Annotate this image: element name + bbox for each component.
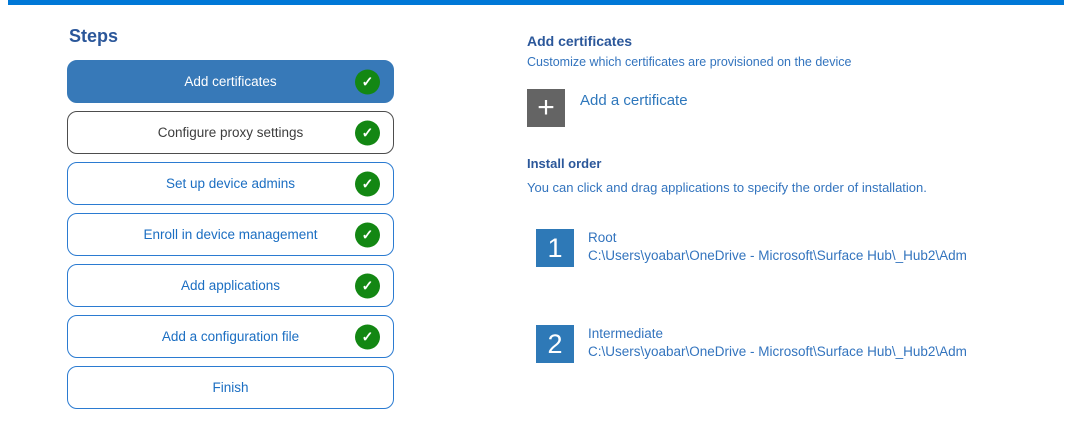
- add-certificate-label: Add a certificate: [580, 92, 688, 109]
- install-order-description: You can click and drag applications to s…: [527, 180, 927, 195]
- install-item-text: Intermediate C:\Users\yoabar\OneDrive - …: [588, 325, 967, 360]
- plus-icon: +: [527, 89, 565, 127]
- order-number-badge: 1: [536, 229, 574, 267]
- certificate-name: Intermediate: [588, 326, 664, 341]
- steps-panel: Steps Add certificates ✓ Configure proxy…: [67, 26, 394, 417]
- step-add-applications[interactable]: Add applications ✓: [67, 264, 394, 307]
- certificate-path: C:\Users\yoabar\OneDrive - Microsoft\Sur…: [588, 343, 967, 359]
- check-icon: ✓: [355, 273, 380, 298]
- certificate-path: C:\Users\yoabar\OneDrive - Microsoft\Sur…: [588, 247, 967, 263]
- section-description: Customize which certificates are provisi…: [527, 55, 852, 69]
- install-item-root[interactable]: 1 Root C:\Users\yoabar\OneDrive - Micros…: [536, 229, 967, 267]
- check-icon: ✓: [355, 120, 380, 145]
- check-icon: ✓: [355, 171, 380, 196]
- certificate-name: Root: [588, 230, 617, 245]
- check-icon: ✓: [355, 69, 380, 94]
- step-label: Add certificates: [184, 74, 277, 89]
- step-label: Add applications: [180, 278, 281, 293]
- step-finish[interactable]: Finish: [67, 366, 394, 409]
- check-icon: ✓: [355, 222, 380, 247]
- install-item-text: Root C:\Users\yoabar\OneDrive - Microsof…: [588, 229, 967, 264]
- step-label: Finish: [212, 380, 249, 395]
- steps-panel-title: Steps: [69, 26, 119, 46]
- step-add-a-configuration-file[interactable]: Add a configuration file ✓: [67, 315, 394, 358]
- step-label: Add a configuration file: [161, 329, 300, 344]
- order-number-badge: 2: [536, 325, 574, 363]
- section-title: Add certificates: [527, 33, 633, 49]
- install-item-intermediate[interactable]: 2 Intermediate C:\Users\yoabar\OneDrive …: [536, 325, 967, 363]
- step-add-certificates[interactable]: Add certificates ✓: [67, 60, 394, 103]
- install-order-title: Install order: [527, 156, 602, 171]
- step-label: Set up device admins: [165, 176, 296, 191]
- step-configure-proxy-settings[interactable]: Configure proxy settings ✓: [67, 111, 394, 154]
- step-label: Configure proxy settings: [157, 125, 304, 140]
- step-enroll-in-device-management[interactable]: Enroll in device management ✓: [67, 213, 394, 256]
- step-label: Enroll in device management: [143, 227, 318, 242]
- add-certificate-button[interactable]: + Add a certificate: [527, 89, 688, 127]
- content-panel: Add certificates Customize which certifi…: [527, 0, 1072, 443]
- check-icon: ✓: [355, 324, 380, 349]
- step-set-up-device-admins[interactable]: Set up device admins ✓: [67, 162, 394, 205]
- top-accent-bar: [8, 0, 1064, 5]
